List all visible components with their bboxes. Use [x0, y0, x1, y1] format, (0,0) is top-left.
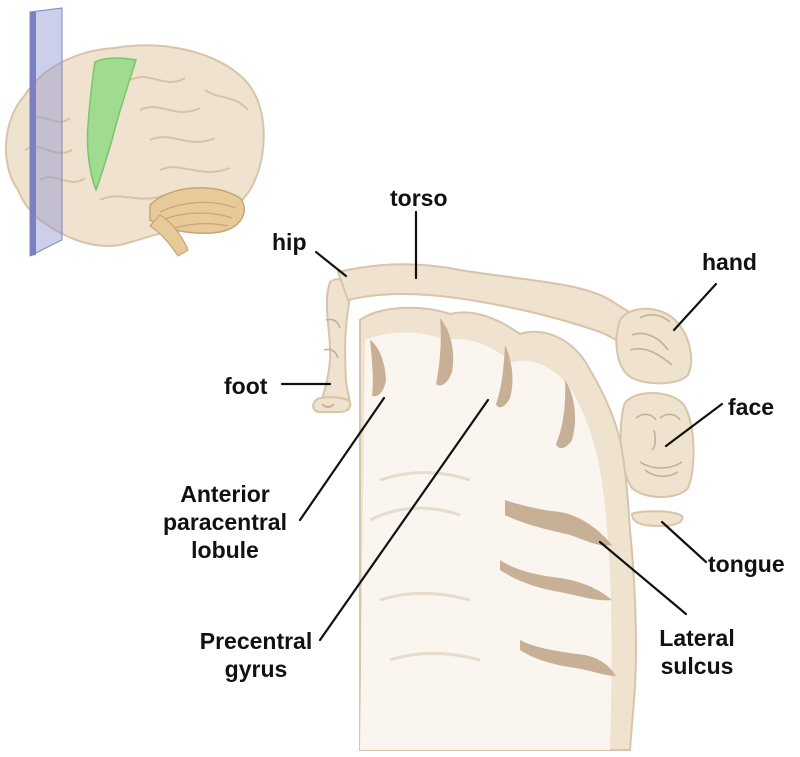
label-face: face	[728, 394, 775, 420]
leader-precentral-gyrus	[318, 398, 490, 642]
homunculus	[312, 263, 695, 528]
label-hand: hand	[702, 249, 757, 275]
label-lateral-sulcus-line1: Lateral	[659, 625, 735, 651]
homunculus-hand	[615, 307, 693, 385]
label-anterior-paracentral-lobule-line3: lobule	[191, 537, 259, 563]
inset-precentral-strip	[86, 57, 137, 193]
label-anterior-paracentral-lobule: Anterior paracentral lobule	[150, 480, 300, 564]
inset-brain	[4, 7, 265, 257]
label-hip: hip	[272, 229, 307, 255]
label-anterior-paracentral-lobule-line2: paracentral	[162, 509, 287, 535]
inset-brainstem	[149, 214, 189, 257]
homunculus-face	[619, 392, 695, 498]
homunculus-details	[321, 313, 683, 478]
leader-lateral-sulcus	[598, 540, 688, 616]
white-matter-tracts	[369, 471, 481, 662]
white-matter	[360, 332, 612, 750]
leader-tongue	[660, 520, 708, 564]
label-precentral-gyrus: Precentral gyrus	[186, 627, 326, 683]
homunculus-tongue	[630, 510, 684, 528]
label-precentral-gyrus-line1: Precentral	[199, 628, 313, 654]
leader-hand	[672, 282, 718, 332]
leader-face	[664, 402, 724, 448]
sulci	[370, 318, 616, 676]
leader-lines	[280, 210, 724, 642]
label-anterior-paracentral-lobule-line1: Anterior	[180, 481, 270, 507]
label-tongue: tongue	[708, 551, 785, 577]
inset-cerebellum-folia	[159, 201, 237, 229]
homunculus-leg	[316, 278, 351, 411]
label-foot: foot	[224, 373, 268, 399]
label-torso: torso	[390, 185, 448, 211]
label-lateral-sulcus: Lateral sulcus	[642, 624, 752, 680]
leader-hip	[314, 250, 348, 278]
label-lateral-sulcus-line2: sulcus	[660, 653, 734, 679]
coronal-section	[359, 306, 638, 751]
leader-anterior-paracentral-lobule	[298, 396, 386, 522]
label-precentral-gyrus-line2: gyrus	[224, 656, 288, 682]
inset-slice-plane-edge	[30, 12, 36, 256]
homunculus-foot	[312, 396, 352, 413]
